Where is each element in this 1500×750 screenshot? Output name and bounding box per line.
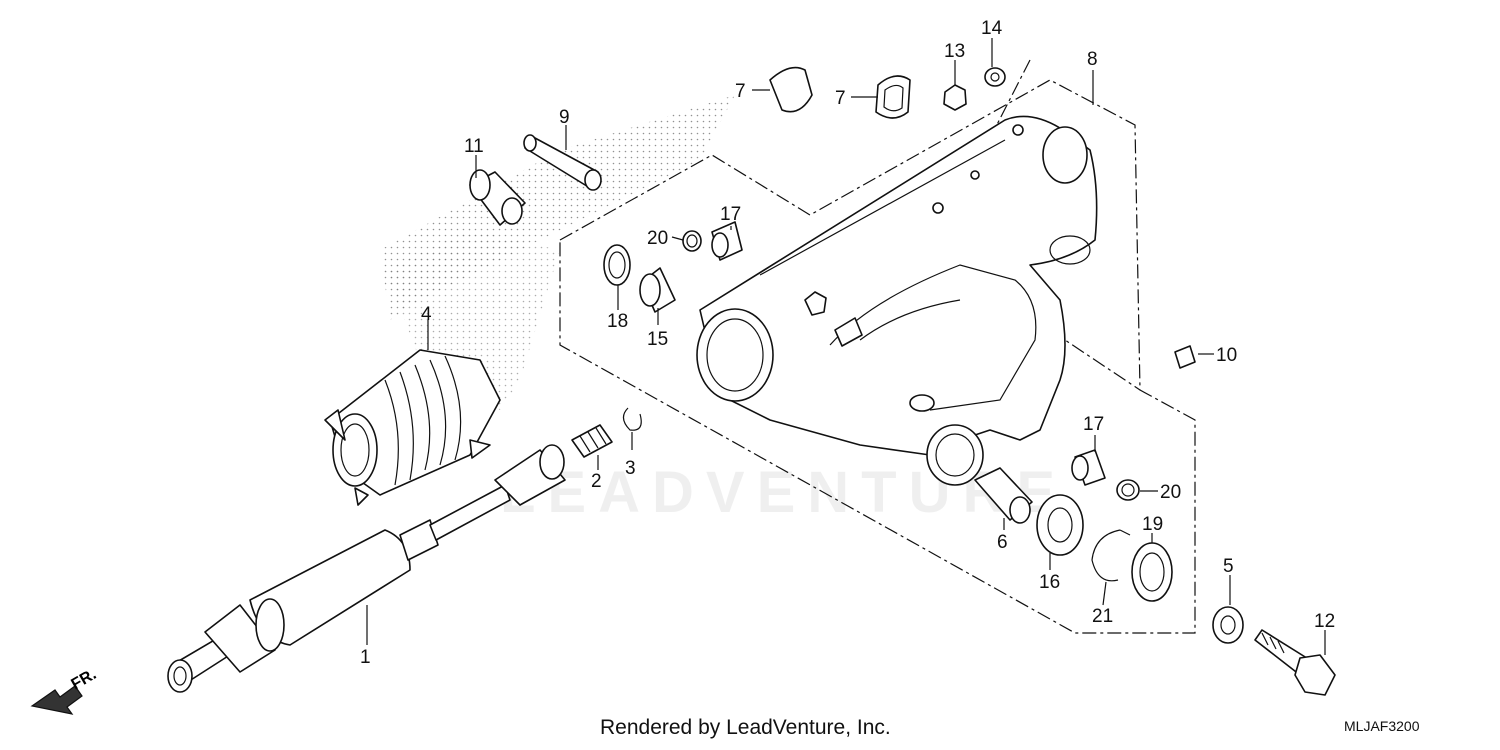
washer-5 [1212, 606, 1244, 644]
bushing-11 [469, 169, 526, 226]
callout-7b: 7 [835, 88, 846, 109]
footer-credit: Rendered by LeadVenture, Inc. [600, 716, 891, 739]
seal-19-inner [1139, 552, 1165, 592]
seal-19 [1131, 542, 1173, 602]
callout-2: 2 [591, 471, 602, 492]
circlip-3 [622, 407, 642, 431]
circlip-21 [1091, 529, 1131, 582]
washer-14 [984, 67, 1006, 87]
callout-6: 6 [997, 532, 1008, 553]
washer-5-hole [1220, 615, 1236, 635]
front-direction-arrow [30, 685, 83, 715]
cap-7b [875, 75, 911, 119]
cap-7b-inner [883, 84, 904, 112]
bearing-17b-end [1071, 455, 1089, 481]
callout-10: 10 [1216, 345, 1237, 366]
nut-13 [943, 84, 967, 111]
callout-1: 1 [360, 647, 371, 668]
diagram-code: MLJAF3200 [1344, 718, 1420, 734]
ring-20b-inner [1121, 483, 1135, 497]
callout-13: 13 [944, 41, 965, 62]
drive-shaft [167, 444, 566, 693]
seal-18-inner [608, 251, 626, 279]
callout-8: 8 [1087, 49, 1098, 70]
callout-4: 4 [421, 304, 432, 325]
callout-11: 11 [464, 136, 484, 157]
callout-18: 18 [607, 311, 628, 332]
callout-3: 3 [625, 458, 636, 479]
callout-17a: 17 [720, 204, 741, 225]
bolt-12 [1254, 629, 1336, 696]
bearing-16 [1036, 494, 1084, 556]
bearing-16-inner [1047, 507, 1073, 543]
ring-20a-inner [686, 234, 698, 248]
rubber-boot [324, 349, 501, 506]
pin-6-end [1009, 496, 1031, 524]
callout-7a: 7 [735, 81, 746, 102]
callout-5: 5 [1223, 556, 1234, 577]
callout-20b: 20 [1160, 482, 1181, 503]
callout-14: 14 [981, 18, 1003, 39]
washer-14-hole [990, 72, 1000, 82]
callout-16: 16 [1039, 572, 1060, 593]
swingarm [696, 115, 1098, 486]
cap-7a [769, 66, 813, 113]
callout-19: 19 [1142, 514, 1163, 535]
fitting-10 [1174, 345, 1196, 369]
bearing-15-end [639, 273, 661, 307]
pivot-pin-9 [523, 134, 602, 191]
callout-9: 9 [559, 107, 570, 128]
bearing-17a-end [711, 232, 729, 258]
callout-12: 12 [1314, 611, 1335, 632]
callout-15: 15 [647, 329, 668, 350]
callout-17b: 17 [1083, 414, 1104, 435]
ring-20a [682, 230, 702, 252]
leader-lines [366, 38, 1326, 655]
callout-20a: 20 [647, 228, 668, 249]
spring-2 [571, 424, 613, 458]
ring-20b [1116, 479, 1140, 501]
seal-18 [603, 244, 631, 286]
callout-21: 21 [1092, 606, 1113, 627]
